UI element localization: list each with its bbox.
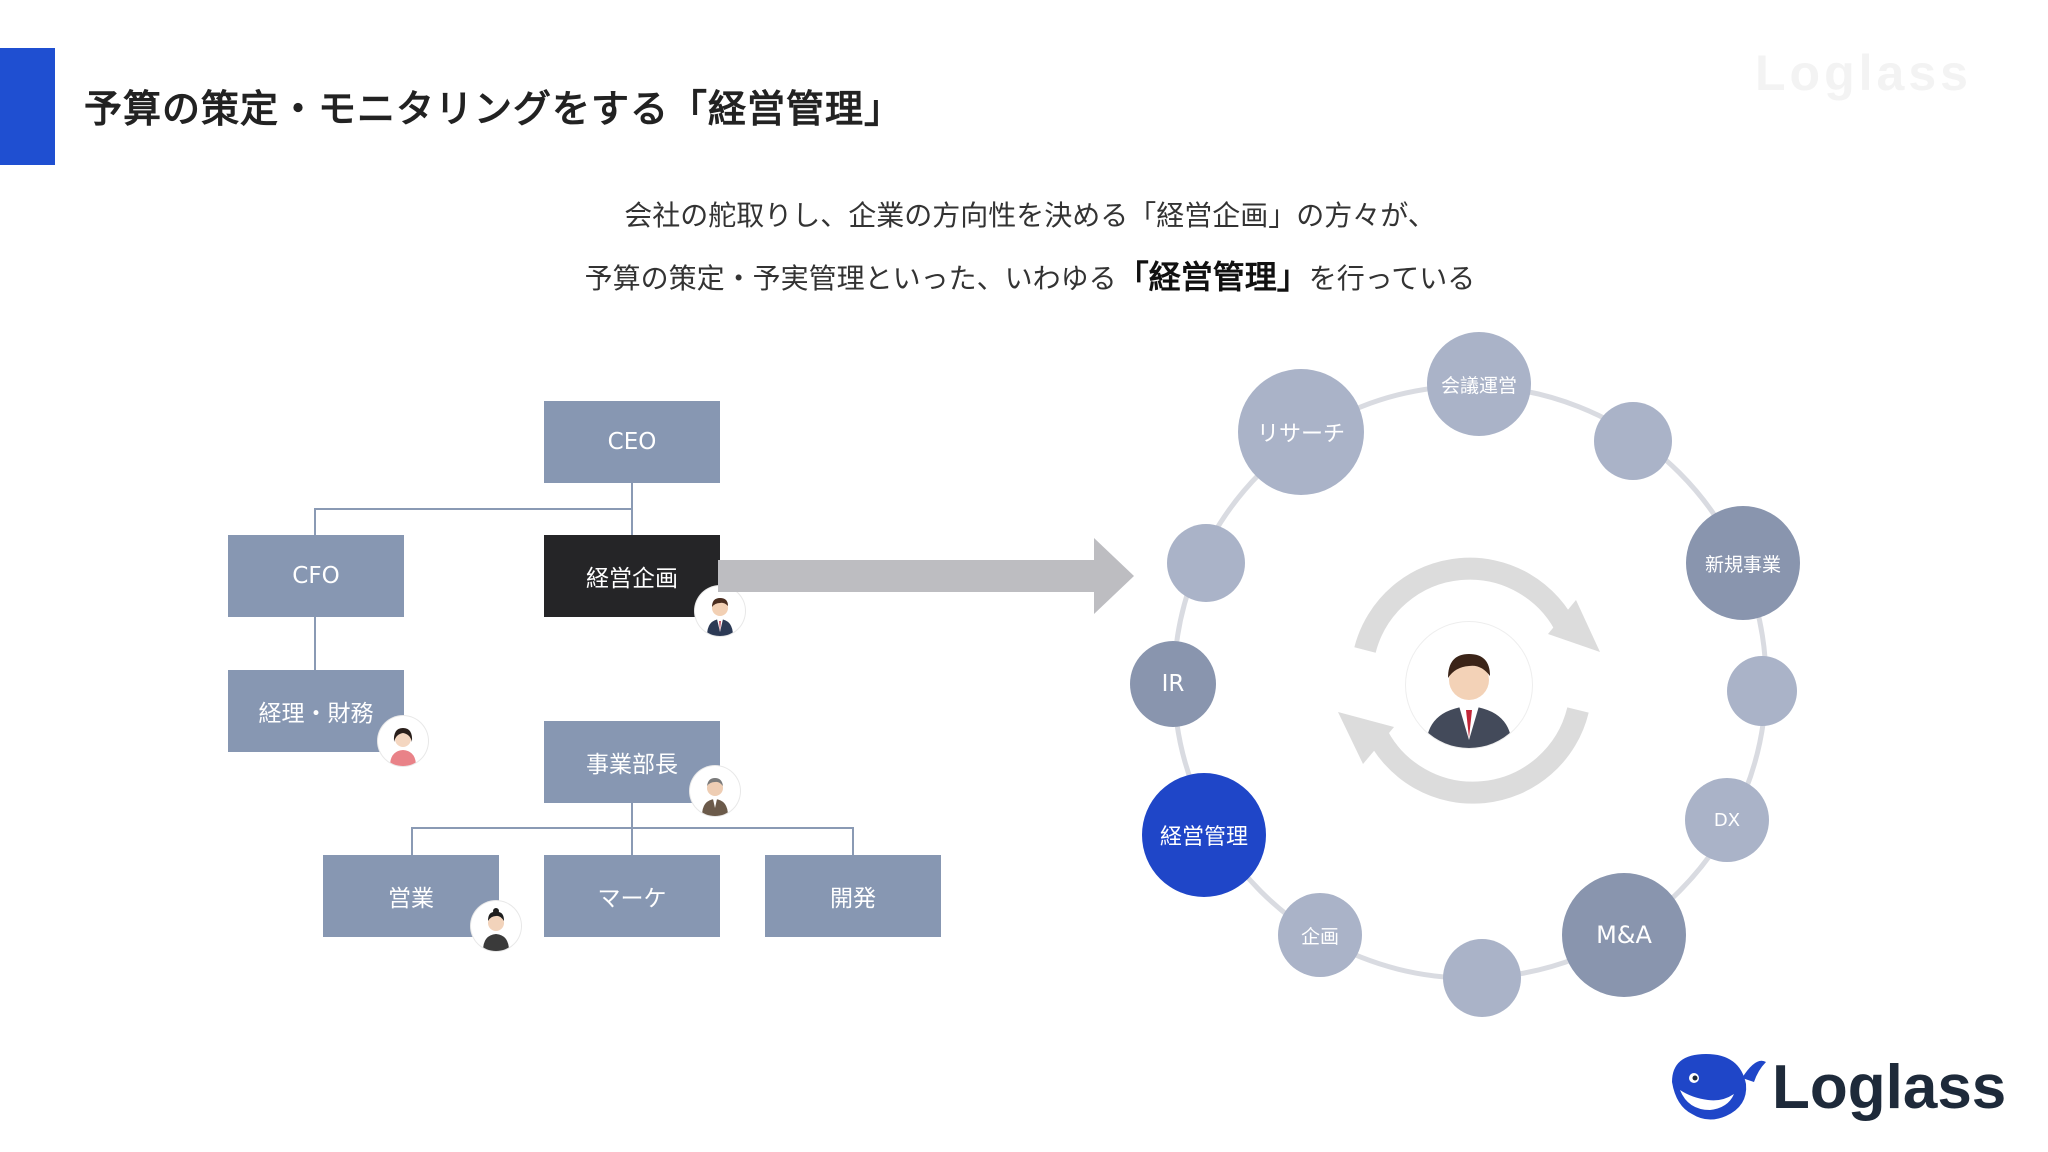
org-box-kaihatsu: 開発 [765, 855, 941, 937]
bubble-kaigi-unei: 会議運営 [1427, 332, 1531, 436]
bubble-blank-bottom [1443, 939, 1521, 1017]
bubble-blank-left [1167, 524, 1245, 602]
bubble-shinki-jigyo: 新規事業 [1686, 506, 1800, 620]
connector-to-kaihatsu [852, 827, 854, 855]
flow-arrow [718, 538, 1134, 614]
org-box-keiri-zaimu: 経理・財務 [228, 670, 404, 752]
bubble-m-and-a: M&A [1562, 873, 1686, 997]
slide-title: 予算の策定・モニタリングをする「経営管理」 [84, 87, 904, 131]
subtitle-line-2-bold: 「経営管理」 [1116, 258, 1309, 296]
cycle-arrow-top [1354, 557, 1579, 653]
org-box-cfo: CFO [228, 535, 404, 617]
connector-bucho-down [631, 803, 633, 829]
org-box-ceo: CEO [544, 401, 720, 483]
bubble-blank-top-right [1594, 402, 1672, 480]
avatar-manager [690, 766, 740, 816]
org-box-eigyo: 営業 [323, 855, 499, 937]
avatar-woman [378, 716, 428, 766]
bubble-keiei-kanri: 経営管理 [1142, 773, 1266, 897]
connector-to-kikaku [631, 508, 633, 535]
connector-to-cfo [314, 508, 316, 535]
subtitle-line-1: 会社の舵取りし、企業の方向性を決める「経営企画」の方々が、 [430, 194, 1630, 234]
org-box-marketing: マーケ [544, 855, 720, 937]
connector-to-marketing [631, 827, 633, 855]
subtitle-line-1-text: 会社の舵取りし、企業の方向性を決める「経営企画」の方々が、 [624, 199, 1436, 232]
loglass-wordmark: Loglass [1772, 1053, 2007, 1122]
bubble-blank-right [1727, 656, 1797, 726]
cycle-arrowhead-bottom [1338, 712, 1394, 764]
bubble-kikaku: 企画 [1278, 893, 1362, 977]
subtitle-line-2: 予算の策定・予実管理といった、いわゆる「経営管理」を行っている [430, 252, 1630, 298]
connector-top-horizontal [314, 508, 633, 510]
loglass-whale-icon [1672, 1054, 1766, 1120]
org-box-keiei-kikaku: 経営企画 [544, 535, 720, 617]
watermark-logo: Loglass [1755, 45, 1972, 101]
subtitle-line-2-before: 予算の策定・予実管理といった、いわゆる [584, 262, 1117, 295]
cycle-arrowhead-top [1548, 600, 1600, 652]
subtitle-line-2-after: を行っている [1308, 262, 1476, 295]
avatar-staff [471, 901, 521, 951]
bubble-research: リサーチ [1238, 369, 1364, 495]
bubble-dx: DX [1685, 778, 1769, 862]
connector-ceo-down [631, 482, 633, 510]
connector-cfo-down [314, 617, 316, 671]
avatar-businessman [695, 586, 745, 636]
connector-to-eigyo [411, 827, 413, 855]
cycle-arrow-bottom [1365, 707, 1589, 804]
center-person-icon [1406, 622, 1532, 748]
title-accent-bar [0, 48, 55, 165]
bubble-ir: IR [1130, 641, 1216, 727]
